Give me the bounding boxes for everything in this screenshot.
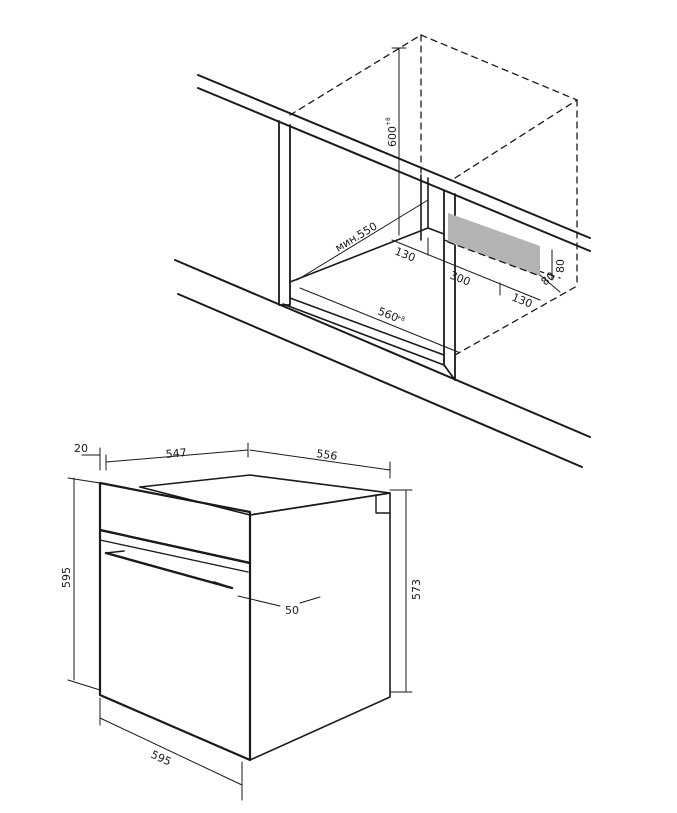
cabinet-outline [289,34,578,356]
vent-height-label: 80 [554,259,567,273]
vent-cutout [448,213,540,276]
niche-depth-label: 550 [355,220,380,242]
front-panel-label: 20 [74,442,88,455]
body-depth-label: 547 [165,446,187,461]
vent-back-offset-label: 130 [393,245,417,265]
vent-length-label: 300 [448,269,472,289]
niche-width-suffix: +8 [395,313,406,323]
body-height-label: 573 [410,579,423,600]
niche-height-label: 600 [386,126,399,147]
niche-height-suffix: +8 [385,117,392,126]
total-width-top-label: 556 [316,447,339,463]
handle-offset-label: 50 [285,604,299,617]
niche-drawing [174,34,591,468]
oven-height-label: 595 [60,567,73,588]
oven-drawing [67,442,413,801]
vent-side-offset-label: 130 [510,291,534,311]
